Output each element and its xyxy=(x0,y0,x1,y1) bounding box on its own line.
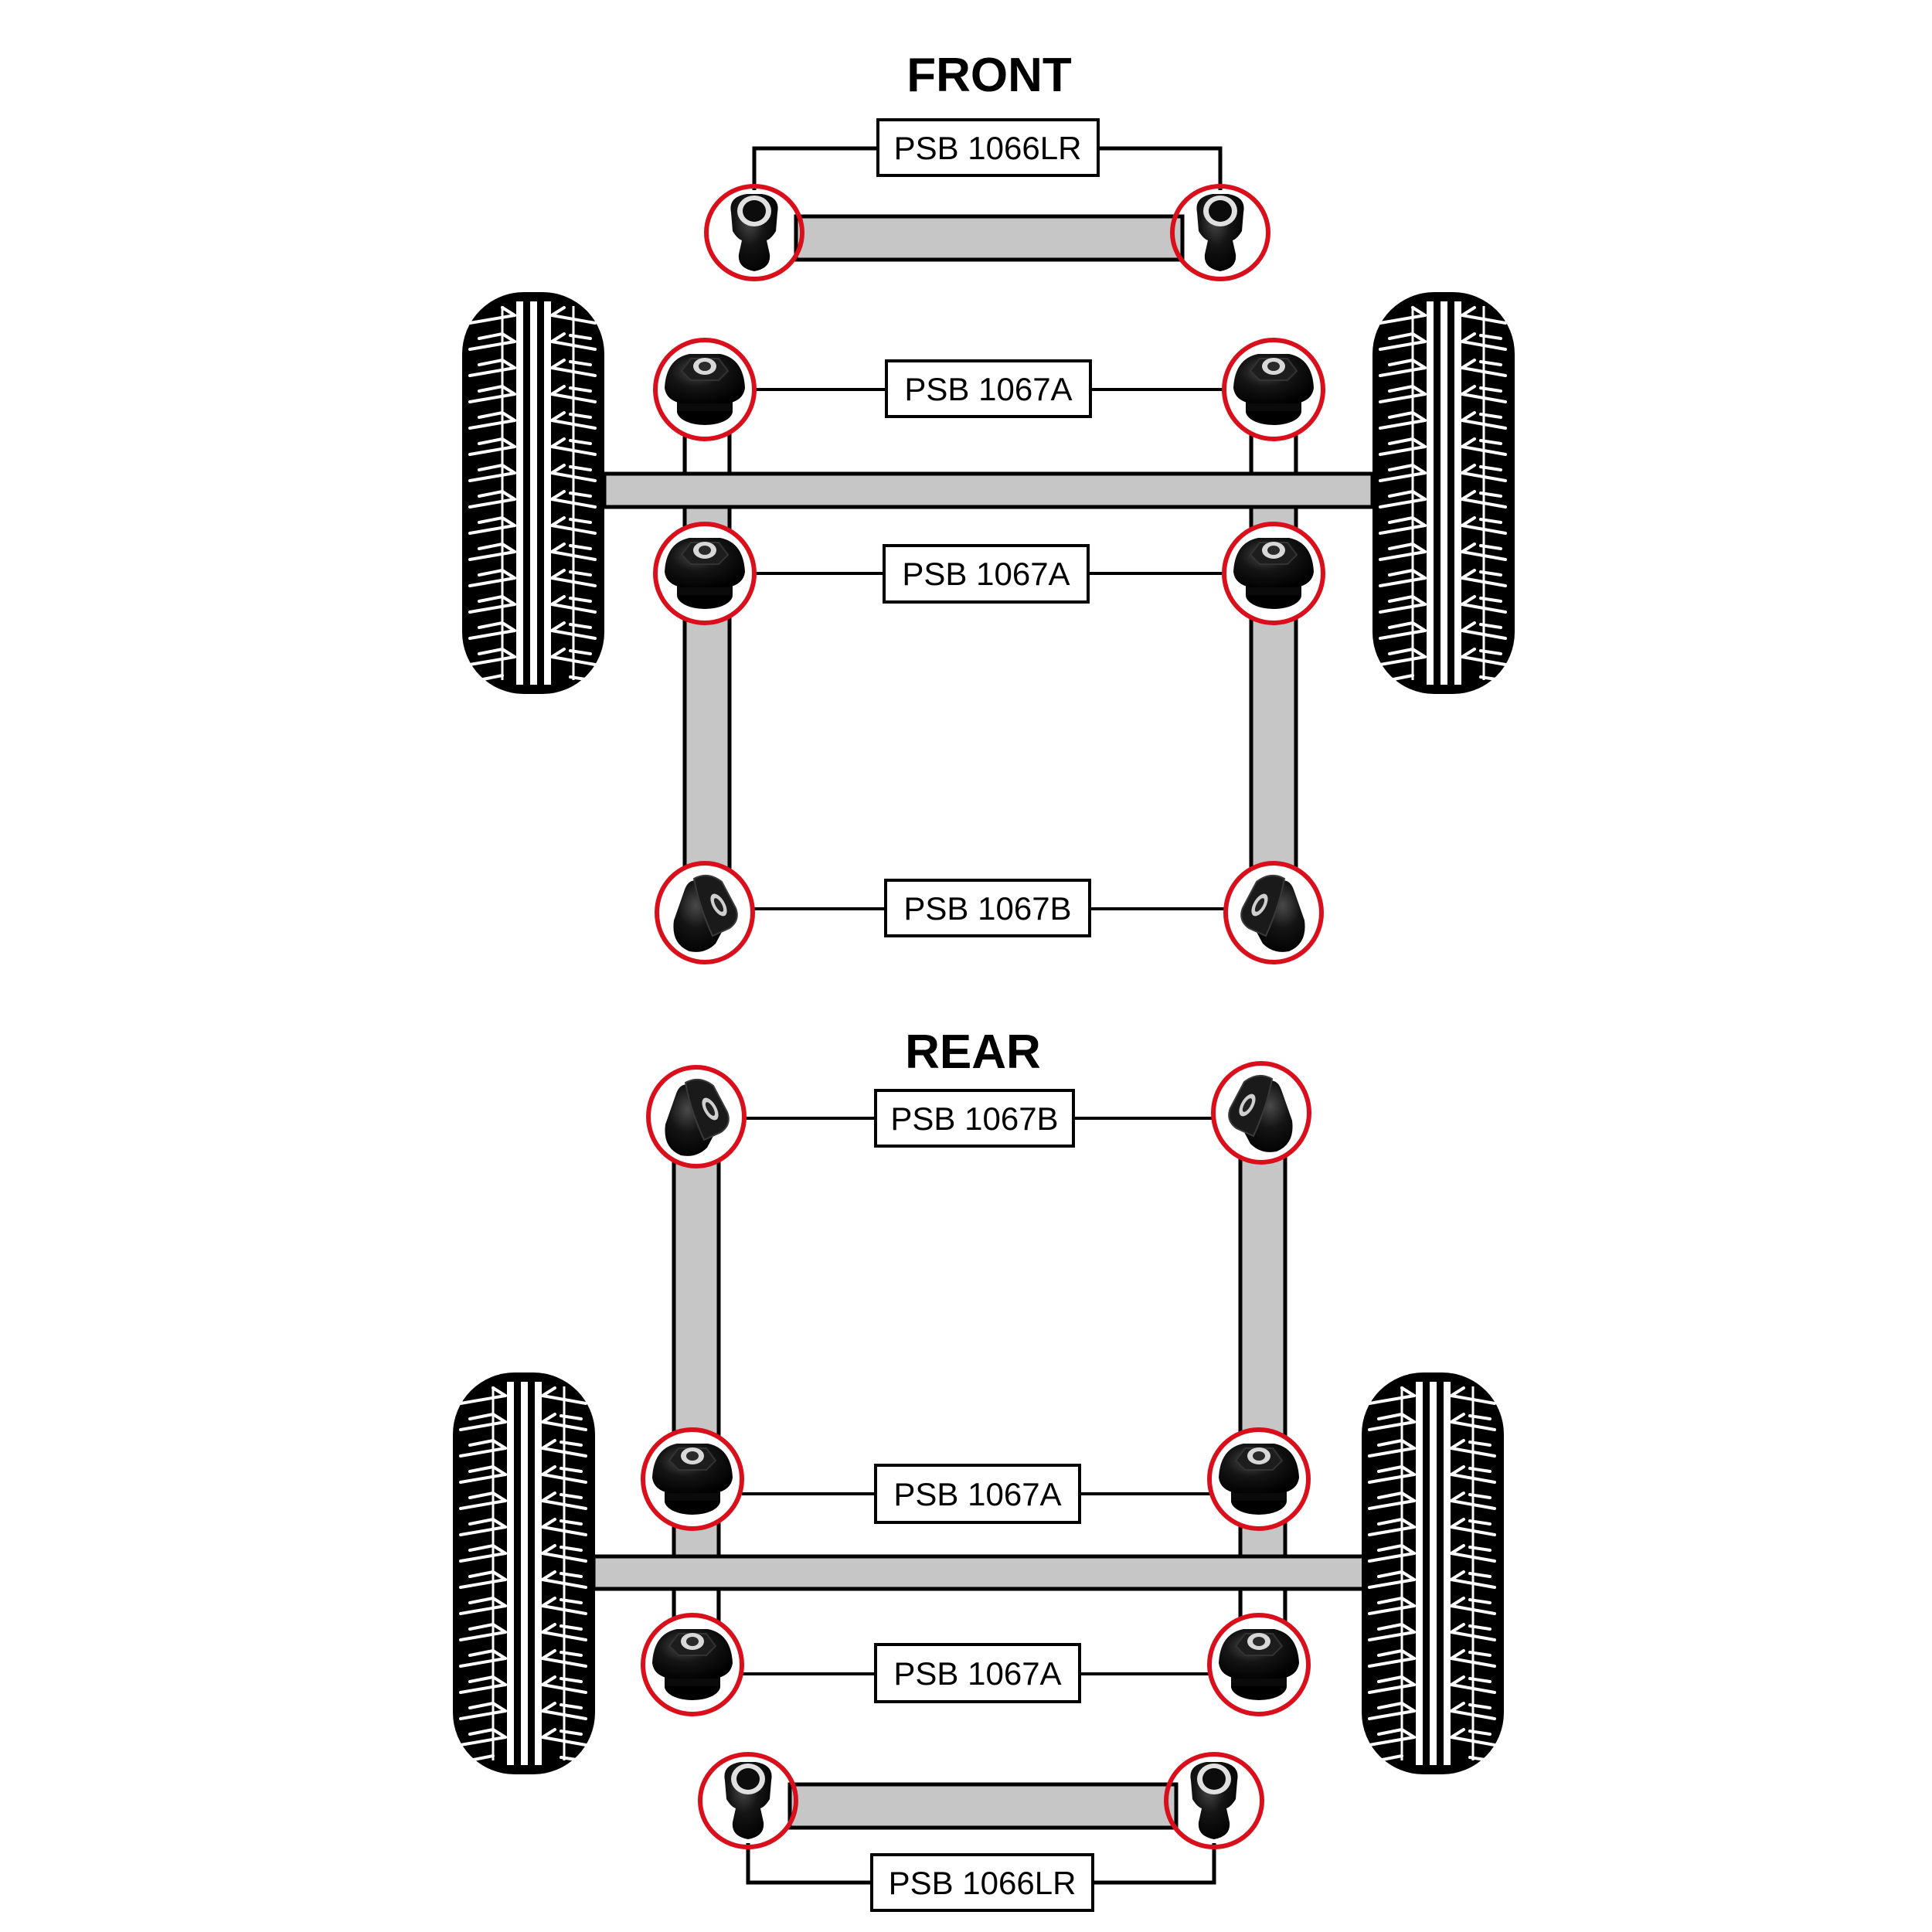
highlight-ring xyxy=(641,1613,744,1716)
part-label-box[interactable]: PSB 1067B xyxy=(884,879,1091,937)
rear-bottom-link: PSB 1066LR xyxy=(698,1752,1264,1912)
front-upper-arm-front-bushes: PSB 1067A xyxy=(653,338,1325,441)
front-lower-arm-bushes: PSB 1067B xyxy=(655,861,1324,964)
part-number: PSB 1067A xyxy=(893,1476,1061,1512)
bushing-left[interactable] xyxy=(698,1752,798,1849)
highlight-ring xyxy=(653,522,757,625)
bushing-right[interactable] xyxy=(1222,338,1325,441)
highlight-ring xyxy=(655,861,755,964)
front-top-link-right-bushing[interactable] xyxy=(1170,184,1270,281)
part-label-box[interactable]: PSB 1066LR xyxy=(870,1853,1094,1912)
part-label-box[interactable]: PSB 1067A xyxy=(874,1643,1081,1703)
rear-section: REAR xyxy=(451,1026,1505,1912)
part-number: PSB 1067B xyxy=(890,1100,1058,1137)
bushing-left[interactable] xyxy=(653,522,757,625)
highlight-ring xyxy=(704,184,804,281)
bushing-right[interactable] xyxy=(1164,1752,1264,1849)
front-section: FRONT PSB 1066LR xyxy=(461,49,1516,964)
bushing-sleeve-icon xyxy=(730,194,778,271)
tire-tread-icon xyxy=(1360,1371,1505,1776)
part-label-box[interactable]: PSB 1066LR xyxy=(876,118,1100,177)
highlight-ring xyxy=(1170,184,1270,281)
highlight-ring xyxy=(653,338,757,441)
highlight-ring xyxy=(1207,1427,1311,1531)
leader-line xyxy=(1098,146,1223,190)
front-title: FRONT xyxy=(906,49,1072,102)
rear-upper-arm-bushes: PSB 1067B xyxy=(646,1061,1311,1168)
highlight-ring xyxy=(698,1752,798,1849)
front-upper-arm-rear-bushes: PSB 1067A xyxy=(653,522,1325,625)
front-axle xyxy=(602,471,1375,509)
bushing-sleeve-icon xyxy=(1196,194,1244,271)
bushing-right[interactable] xyxy=(1207,1613,1311,1716)
front-right-tire xyxy=(1371,291,1516,696)
front-left-tire xyxy=(461,291,606,696)
bushing-left[interactable] xyxy=(646,1065,747,1168)
rear-arm-rear-bushes: PSB 1067A xyxy=(641,1613,1311,1716)
leader-line xyxy=(1093,1843,1216,1885)
bushing-right[interactable] xyxy=(1223,861,1324,964)
part-number: PSB 1066LR xyxy=(894,130,1082,166)
bushing-right[interactable] xyxy=(1211,1061,1311,1165)
highlight-ring xyxy=(641,1427,744,1531)
tire-tread-icon xyxy=(451,1371,597,1776)
highlight-ring xyxy=(1223,861,1324,964)
bushing-sleeve-icon xyxy=(1190,1762,1238,1839)
highlight-ring xyxy=(1207,1613,1311,1716)
front-top-link: PSB 1066LR xyxy=(704,118,1270,281)
bushing-left[interactable] xyxy=(653,338,757,441)
highlight-ring xyxy=(1164,1752,1264,1849)
part-number: PSB 1067A xyxy=(893,1655,1061,1692)
part-number: PSB 1067A xyxy=(902,556,1070,592)
bushing-left[interactable] xyxy=(641,1613,744,1716)
leader-line xyxy=(752,146,878,190)
link-arm xyxy=(787,1782,1179,1830)
part-number: PSB 1066LR xyxy=(889,1865,1077,1901)
rear-axle xyxy=(591,1554,1366,1591)
bushing-right[interactable] xyxy=(1222,522,1325,625)
front-top-link-left-bushing[interactable] xyxy=(704,184,804,281)
bushing-left[interactable] xyxy=(641,1427,744,1531)
link-arm xyxy=(794,214,1185,262)
rear-right-tire xyxy=(1360,1371,1505,1776)
tire-tread-icon xyxy=(1371,291,1516,696)
part-label-box[interactable]: PSB 1067A xyxy=(874,1464,1081,1524)
rear-left-tire xyxy=(451,1371,597,1776)
leader-line xyxy=(746,1843,872,1885)
part-label-box[interactable]: PSB 1067A xyxy=(885,359,1092,418)
highlight-ring xyxy=(1211,1061,1311,1165)
highlight-ring xyxy=(1222,338,1325,441)
tire-tread-icon xyxy=(461,291,606,696)
bushing-left[interactable] xyxy=(655,861,755,964)
part-label-box[interactable]: PSB 1067A xyxy=(883,544,1090,604)
bushing-sleeve-icon xyxy=(724,1762,772,1839)
rear-arm-front-bushes: PSB 1067A xyxy=(641,1427,1311,1531)
part-label-box[interactable]: PSB 1067B xyxy=(874,1089,1075,1148)
highlight-ring xyxy=(1222,522,1325,625)
bushing-right[interactable] xyxy=(1207,1427,1311,1531)
highlight-ring xyxy=(646,1065,747,1168)
part-number: PSB 1067A xyxy=(904,371,1072,407)
part-number: PSB 1067B xyxy=(903,890,1071,927)
rear-title: REAR xyxy=(905,1026,1041,1079)
